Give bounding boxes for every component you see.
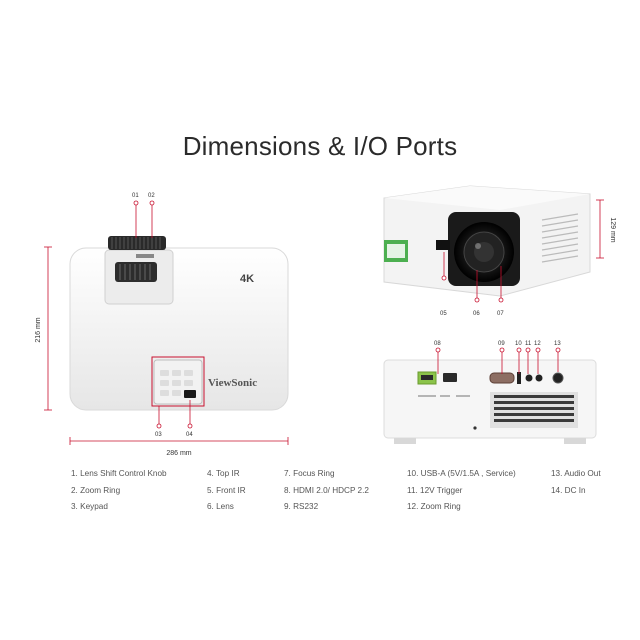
legend-column-4: 10. USB-A (5V/1.5A , Service) 11. 12V Tr… (407, 466, 516, 516)
legend-item: 3. Keypad (71, 502, 108, 511)
legend-item: 6. Lens (207, 502, 234, 511)
keypad (153, 359, 203, 405)
callout-08: 08 (434, 341, 441, 347)
legend-item: 14. DC In (551, 485, 586, 495)
legend-item: 9. RS232 (284, 502, 319, 511)
callout-03: 03 (155, 432, 162, 438)
legend-item: 2. Zoom Ring (71, 485, 121, 495)
port-12 (535, 374, 543, 382)
callout-10: 10 (515, 341, 522, 347)
legend-item: 8. HDMI 2.0/ HDCP 2.2 (284, 485, 369, 495)
callout-12: 12 (534, 341, 541, 347)
usb-a-port (517, 372, 521, 384)
legend-item: 1. Lens Shift Control Knob (71, 469, 167, 478)
legend-item: 11. 12V Trigger (407, 485, 463, 495)
callout-05: 05 (440, 311, 447, 317)
top-view-projector: 4K ViewSonic (69, 236, 289, 411)
audio-out-port (552, 372, 564, 384)
legend-item: 7. Focus Ring (284, 469, 335, 478)
4k-badge: 4K (240, 273, 254, 285)
legend-column-3: 7. Focus Ring 8. HDMI 2.0/ HDCP 2.2 9. R… (284, 466, 369, 516)
callout-11: 11 (525, 341, 532, 347)
legend-column-5: 13. Audio Out 14. DC In (551, 466, 601, 499)
front-view-projector (383, 185, 591, 297)
callout-07: 07 (497, 311, 504, 317)
legend-item: 12. Zoom Ring (407, 502, 461, 511)
top-ir-window (184, 390, 196, 398)
legend-item: 5. Front IR (207, 485, 246, 495)
legend-item: 10. USB-A (5V/1.5A , Service) (407, 469, 516, 478)
callout-04: 04 (186, 432, 193, 438)
rs232-port (489, 372, 515, 384)
height-dimension: 129 mm (609, 217, 616, 242)
depth-dimension: 216 mm (35, 317, 42, 342)
callout-02: 02 (148, 193, 155, 199)
legend-item: 13. Audio Out (551, 469, 601, 478)
hdmi-port-2 (443, 373, 457, 382)
front-ir-window (436, 240, 450, 250)
lens-shift-knob (115, 262, 157, 282)
legend-column-2: 4. Top IR 5. Front IR 6. Lens (207, 466, 246, 516)
page-title: Dimensions & I/O Ports (182, 131, 458, 161)
12v-trigger-port (525, 374, 533, 382)
legend-column-1: 1. Lens Shift Control Knob 2. Zoom Ring … (71, 466, 167, 516)
callout-09: 09 (498, 341, 505, 347)
width-dimension: 286 mm (166, 450, 191, 457)
zoom-ring (108, 236, 166, 250)
rear-view-projector (383, 359, 597, 444)
brand-logo: ViewSonic (208, 377, 257, 389)
callout-13: 13 (554, 341, 561, 347)
callout-06: 06 (473, 311, 480, 317)
callout-01: 01 (132, 193, 139, 199)
legend-item: 4. Top IR (207, 469, 240, 478)
